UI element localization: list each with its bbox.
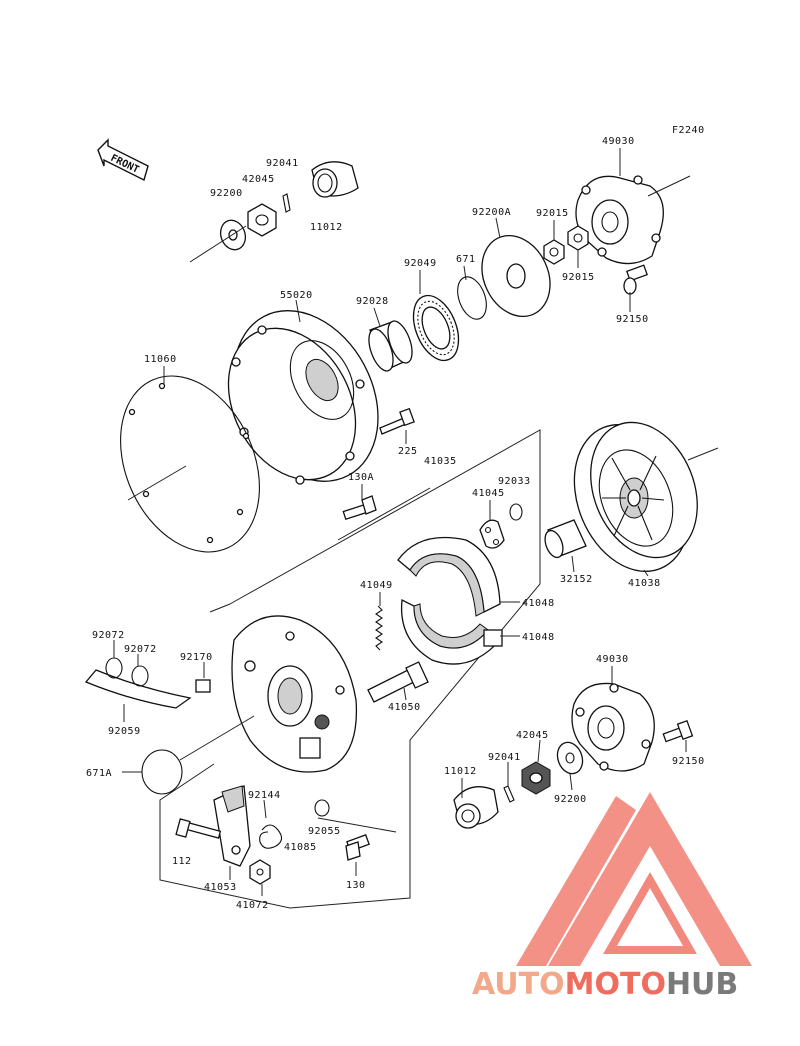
- label-42045-top: 42045: [242, 174, 275, 185]
- label-92033: 92033: [498, 476, 531, 487]
- washer-92200-top: [219, 219, 247, 251]
- label-130A: 130A: [348, 472, 374, 483]
- label-92049: 92049: [404, 258, 437, 269]
- label-92041-top: 92041: [266, 158, 299, 169]
- label-49030-bottom: 49030: [596, 654, 629, 665]
- gasket-11060: [120, 375, 260, 553]
- label-41072: 41072: [236, 900, 269, 911]
- castle-nut-42045-top: [247, 203, 277, 237]
- spring-41049: [375, 605, 383, 651]
- fitting-92170: [195, 679, 211, 693]
- diagram-code: F2240: [672, 125, 705, 136]
- label-41050: 41050: [388, 702, 421, 713]
- label-41048-upper: 41048: [522, 598, 555, 609]
- plate-92200A: [481, 234, 551, 318]
- seal-92049: [412, 294, 460, 362]
- bearing-92028: [368, 320, 413, 372]
- watermark-hub: HUB: [666, 967, 738, 1002]
- brake-shoe-41048-lower: [400, 598, 503, 665]
- label-225: 225: [398, 446, 418, 457]
- snap-ring-92033: [509, 503, 523, 521]
- nut-41072: [249, 859, 271, 885]
- label-92015-a: 92015: [536, 208, 569, 219]
- part-labels: 49030 92041 42045 92200 11012 92200A 920…: [86, 136, 705, 911]
- nut-92015a: [543, 239, 565, 265]
- bolt-92150-top: [623, 264, 649, 295]
- brake-panel: [231, 615, 358, 773]
- clamp-92072a: [105, 657, 123, 679]
- label-130: 130: [346, 880, 366, 891]
- label-92055: 92055: [308, 826, 341, 837]
- dust-cap-11012-top: [311, 161, 359, 198]
- bearing-32152: [544, 519, 587, 559]
- castle-nut-42045-bottom: [521, 761, 551, 795]
- label-671: 671: [456, 254, 476, 265]
- label-41053: 41053: [204, 882, 237, 893]
- label-92144: 92144: [248, 790, 281, 801]
- link-41045: [479, 519, 505, 549]
- label-41049: 41049: [360, 580, 393, 591]
- washer-92055: [314, 799, 330, 817]
- clamp-92072b: [131, 665, 149, 687]
- bolt-225: [379, 407, 415, 435]
- watermark-text: AUTOMOTOHUB: [472, 967, 738, 1002]
- watermark-moto: MOTO: [565, 967, 666, 1002]
- label-92150-bottom: 92150: [672, 756, 705, 767]
- label-92200-top: 92200: [210, 188, 243, 199]
- label-11012-top: 11012: [310, 222, 343, 233]
- lever-41053: [213, 785, 251, 867]
- label-41035: 41035: [424, 456, 457, 467]
- camshaft-41050: [367, 661, 429, 703]
- label-41045: 41045: [472, 488, 505, 499]
- watermark-auto: AUTO: [472, 967, 565, 1002]
- brake-drum-55020: [227, 310, 379, 485]
- label-92200A: 92200A: [472, 207, 511, 218]
- o-ring-671A: [141, 749, 183, 795]
- label-92200-bottom: 92200: [554, 794, 587, 805]
- label-92028: 92028: [356, 296, 389, 307]
- cotter-pin-92041-top: [282, 193, 291, 213]
- front-arrow-icon: FRONT: [97, 138, 149, 182]
- hose-92059: [84, 669, 192, 709]
- wheel-41038: [573, 421, 698, 572]
- hub-49030-bottom: [571, 682, 655, 772]
- label-32152: 32152: [560, 574, 593, 585]
- label-42045-bottom: 42045: [516, 730, 549, 741]
- nut-92015b: [567, 225, 589, 251]
- label-11060: 11060: [144, 354, 177, 365]
- bolt-112: [175, 818, 222, 839]
- o-ring-671: [457, 276, 487, 320]
- cotter-pin-92041-bottom: [503, 785, 515, 803]
- bolt-130A: [342, 495, 377, 521]
- label-92072-a: 92072: [92, 630, 125, 641]
- brake-shoe-41048-upper: [397, 536, 501, 617]
- label-92059: 92059: [108, 726, 141, 737]
- spring-92144: [259, 824, 283, 849]
- label-55020: 55020: [280, 290, 313, 301]
- label-92015-b: 92015: [562, 272, 595, 283]
- watermark-logo-icon: [516, 792, 752, 966]
- label-41038: 41038: [628, 578, 661, 589]
- bolt-130: [345, 834, 370, 861]
- label-41048-lower: 41048: [522, 632, 555, 643]
- bolt-92150-bottom: [662, 719, 694, 743]
- dust-cap-11012-bottom: [453, 786, 499, 829]
- label-49030-top: 49030: [602, 136, 635, 147]
- label-92072-b: 92072: [124, 644, 157, 655]
- label-92041-bottom: 92041: [488, 752, 521, 763]
- washer-92200-bottom: [556, 741, 584, 775]
- label-92150-top: 92150: [616, 314, 649, 325]
- label-92170: 92170: [180, 652, 213, 663]
- label-112: 112: [172, 856, 192, 867]
- label-41085: 41085: [284, 842, 317, 853]
- label-11012-bottom: 11012: [444, 766, 477, 777]
- hub-49030-top: [575, 175, 664, 265]
- label-671A: 671A: [86, 768, 112, 779]
